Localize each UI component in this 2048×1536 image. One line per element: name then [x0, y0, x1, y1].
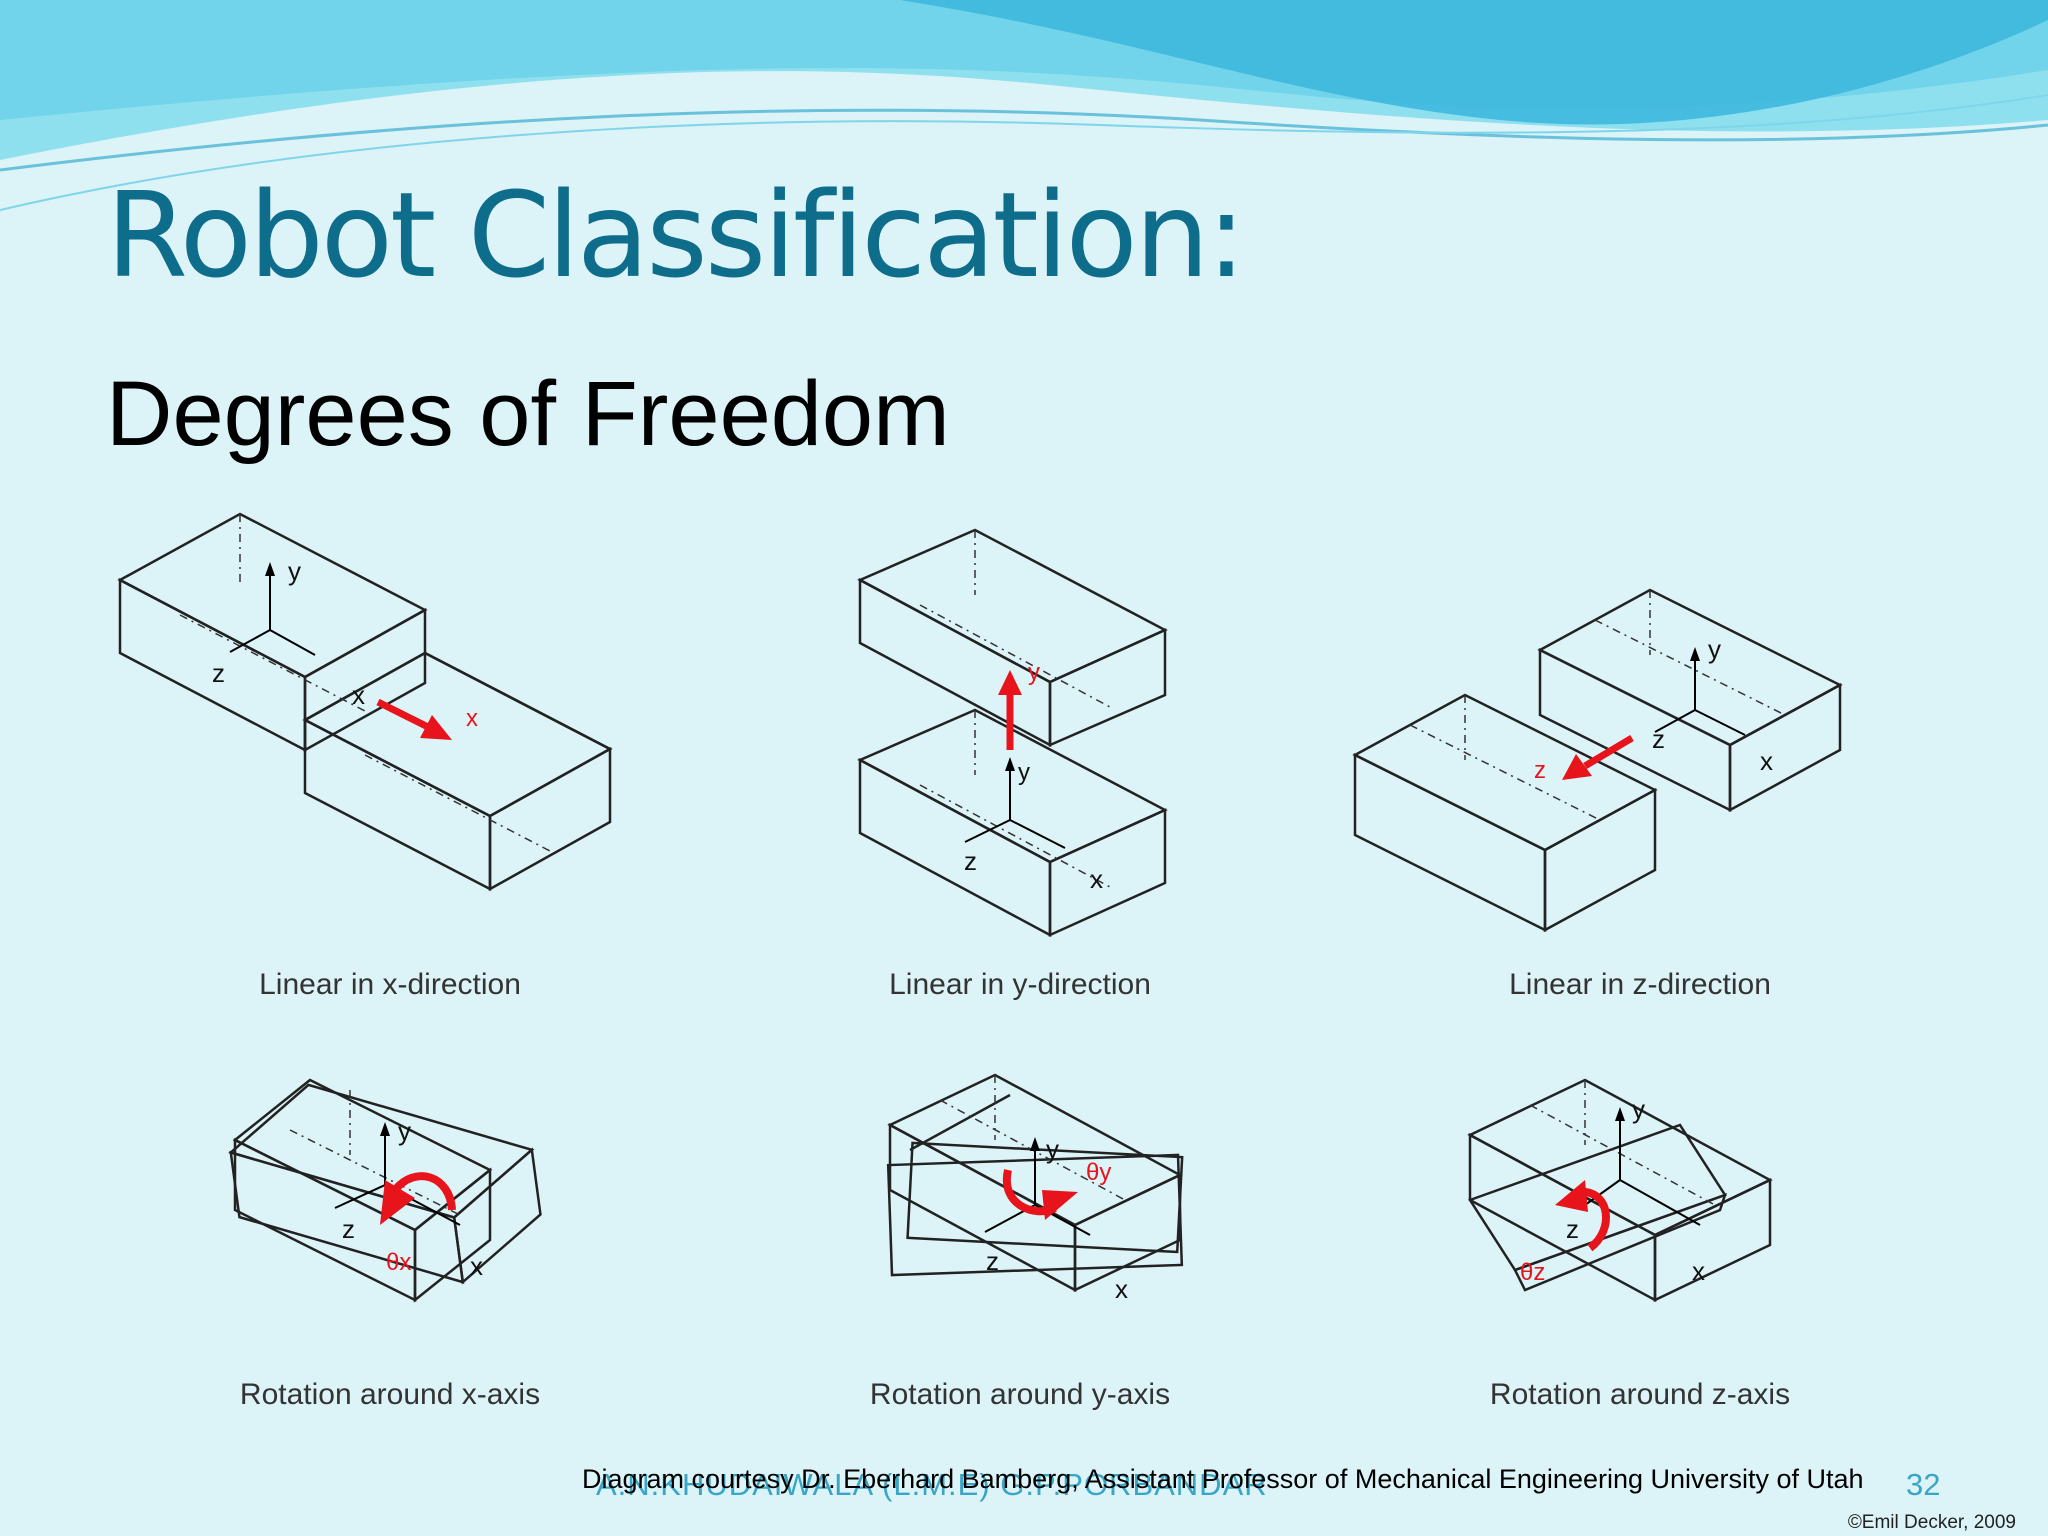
linear-x-illustration: y z x x: [117, 512, 613, 892]
diagram-rotation-z: y z x θz Rotation around z-axis: [1340, 980, 1940, 1411]
motion-arrow-icon: [420, 715, 452, 740]
slide-subtitle: Degrees of Freedom: [106, 363, 950, 465]
motion-label: x: [466, 705, 478, 732]
axis-label-z: z: [964, 846, 977, 876]
rotation-y-illustration: y z x θy: [886, 1073, 1184, 1304]
motion-label: θz: [1520, 1259, 1545, 1286]
axis-label-y: y: [1018, 759, 1030, 786]
motion-label: θy: [1086, 1159, 1111, 1186]
linear-y-illustration: y z x y: [857, 528, 1168, 938]
diagram-rotation-x: y z x θx Rotation around x-axis: [90, 980, 690, 1411]
header-wave-decoration: [0, 0, 2048, 211]
footer-author: A.N.KHUDAIWALA (L.M.E) G.P.PORBANDAR: [596, 1467, 1268, 1502]
axis-label-z: z: [1566, 1214, 1579, 1244]
axis-label-x: x: [352, 680, 365, 710]
rotation-z-illustration: y z x θz: [1467, 1078, 1773, 1303]
linear-z-illustration: y z x z: [1352, 588, 1843, 933]
copyright-notice: ©Emil Decker, 2009: [1847, 1512, 2016, 1533]
motion-arrow-icon: [998, 670, 1022, 695]
axis-label-z: z: [342, 1214, 355, 1244]
diagram-credit: Diagram courtesy Dr. Eberhard Bamberg, A…: [582, 1464, 1864, 1494]
diagram-caption: Linear in y-direction: [889, 968, 1151, 1001]
axis-label-x: x: [1115, 1274, 1128, 1304]
diagram-caption: Rotation around z-axis: [1489, 1378, 1791, 1411]
diagram-caption: Linear in x-direction: [259, 968, 521, 1001]
rotation-x-illustration: y z x θx: [228, 1078, 542, 1303]
axis-label-x: x: [1760, 746, 1773, 776]
axis-label-z: z: [986, 1246, 999, 1276]
slide-title: Robot Classification:: [106, 166, 1246, 304]
axis-label-x: x: [1692, 1256, 1705, 1286]
motion-arrow-icon: [1562, 754, 1592, 780]
diagram-linear-y: y z x y Linear in y-direction: [720, 528, 1320, 1001]
diagram-linear-z: y z x z Linear in z-direction: [1340, 570, 1940, 1001]
axis-label-y: y: [1632, 1094, 1645, 1124]
axis-label-z: z: [1652, 724, 1665, 754]
page-number: 32: [1906, 1467, 1941, 1502]
rotation-arrow-icon: [380, 1180, 415, 1225]
rotation-arrow-icon: [1042, 1190, 1078, 1220]
diagram-caption: Rotation around y-axis: [869, 1378, 1171, 1411]
motion-label: θx: [386, 1249, 411, 1276]
axis-label-y: y: [1046, 1134, 1059, 1164]
diagram-caption: Rotation around x-axis: [239, 1378, 541, 1411]
rotation-arrow-icon: [1555, 1180, 1588, 1212]
diagram-rotation-y: y z x θy Rotation around y-axis: [720, 980, 1320, 1411]
axis-label-y: y: [288, 556, 301, 586]
diagram-linear-x: y z x x Linear in x-direction: [90, 512, 690, 1001]
axis-label-z: z: [212, 658, 225, 688]
axis-label-y: y: [1708, 634, 1721, 664]
motion-label: y: [1028, 659, 1040, 686]
axis-label-x: x: [470, 1251, 483, 1281]
axis-label-x: x: [1090, 864, 1103, 894]
motion-label: z: [1534, 757, 1546, 784]
diagram-caption: Linear in z-direction: [1509, 968, 1771, 1001]
axis-label-y: y: [398, 1116, 411, 1146]
